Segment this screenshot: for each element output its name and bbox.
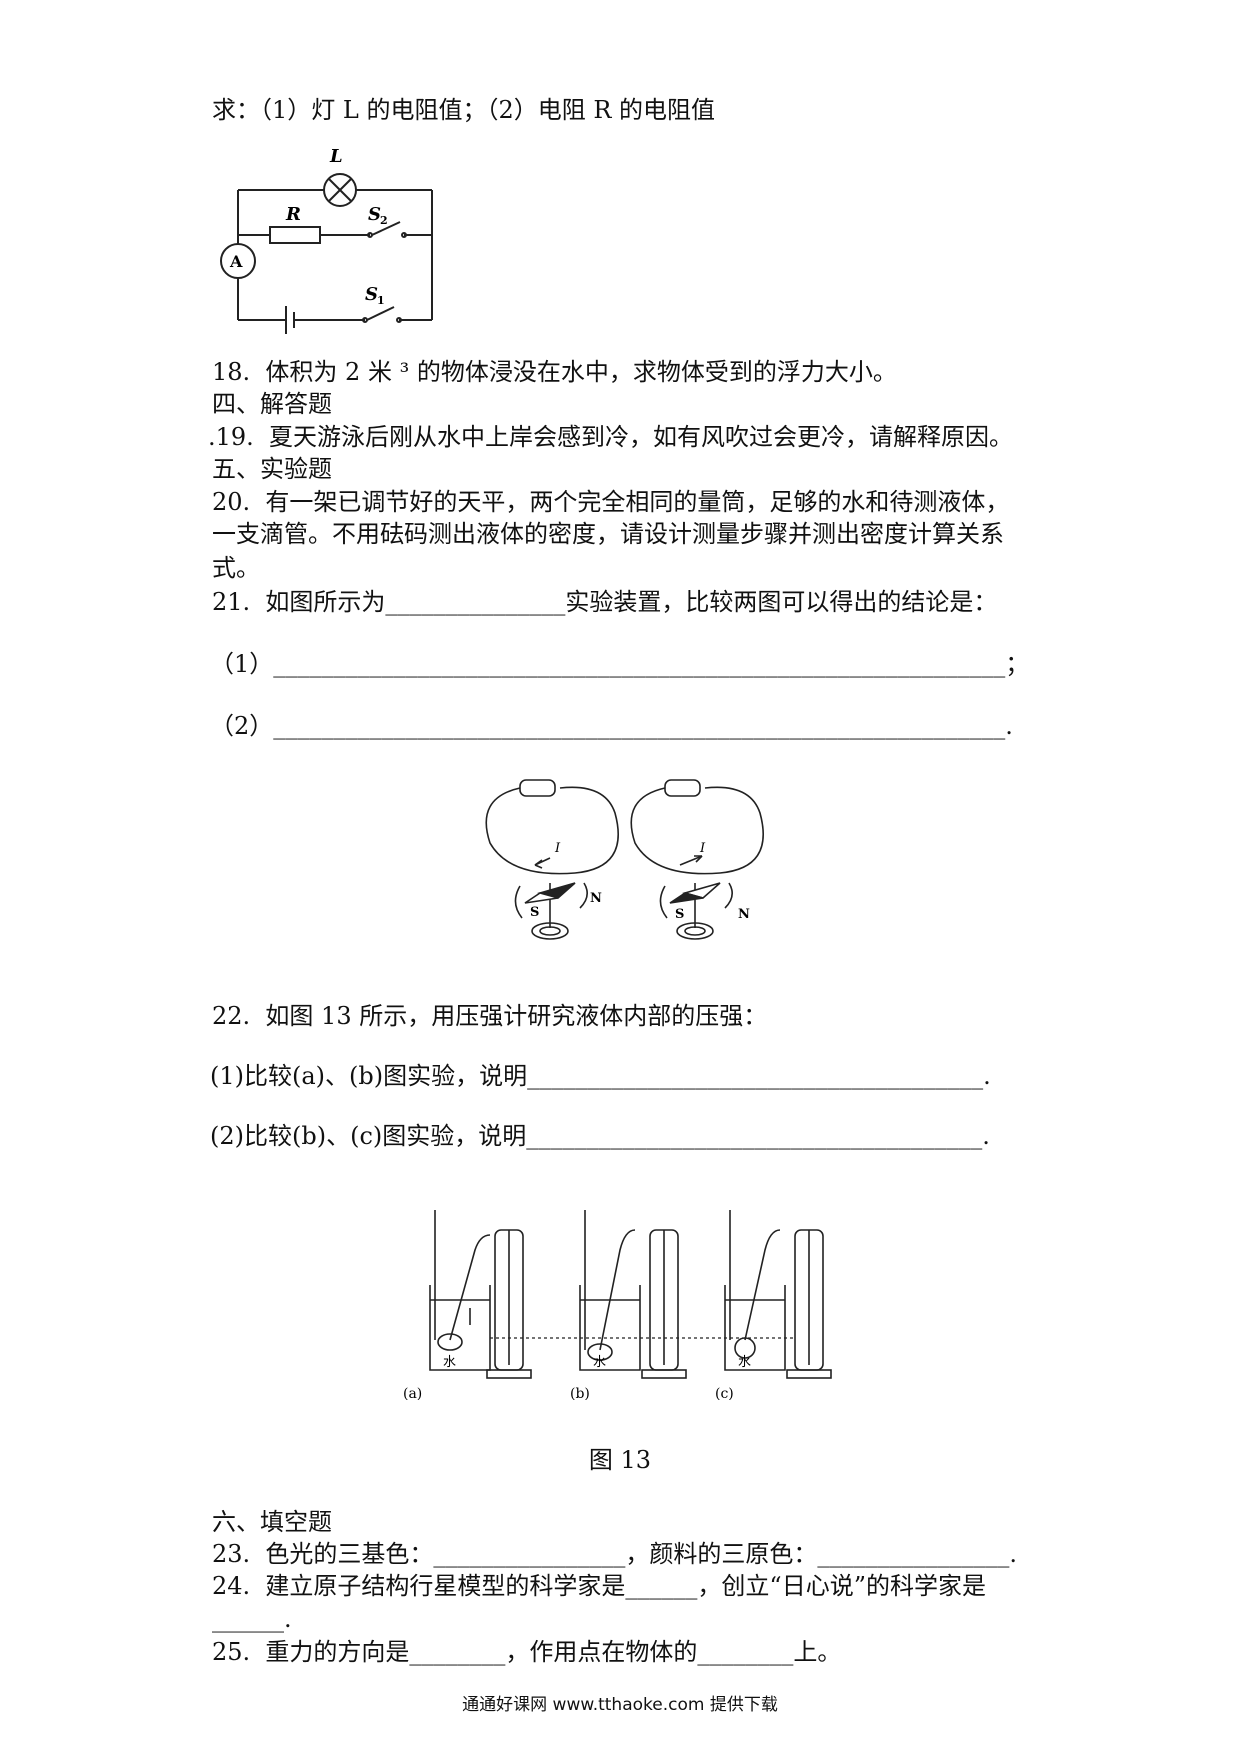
- water-label-a: 水: [443, 1355, 456, 1370]
- q17-ask: 求：（1）灯 L 的电阻值；（2）电阻 R 的电阻值: [212, 96, 716, 124]
- section-4-title: 四、解答题: [212, 390, 332, 418]
- q21-blank-1: （1）_____________________________________…: [210, 650, 1030, 678]
- q20-line2: 一支滴管。不用砝码测出液体的密度，请设计测量步骤并测出密度计算关系: [212, 520, 1004, 548]
- south-label-left: S: [530, 905, 539, 920]
- north-label-right: N: [738, 907, 750, 922]
- label-A: A: [229, 252, 243, 271]
- label-S1: S: [365, 284, 378, 305]
- label-c: (c): [715, 1386, 734, 1400]
- figure-13-caption: 图 13: [588, 1446, 652, 1474]
- label-S1-sub: 1: [377, 294, 385, 307]
- q21-blank-2: （2）_____________________________________…: [210, 712, 1013, 740]
- footer: 通通好课网 www.tthaoke.com 提供下载: [462, 1695, 778, 1715]
- q18: 18. 体积为 2 米 ³ 的物体浸没在水中，求物体受到的浮力大小。: [212, 358, 897, 386]
- label-S2-sub: 2: [380, 214, 388, 227]
- label-R: R: [285, 204, 301, 225]
- section-5-title: 五、实验题: [212, 455, 332, 483]
- label-a: (a): [403, 1386, 422, 1400]
- q22: 22. 如图 13 所示，用压强计研究液体内部的压强：: [212, 1002, 768, 1030]
- south-label-right: S: [675, 907, 684, 922]
- q22-blank-1: (1)比较(a)、(b)图实验，说明______________________…: [210, 1062, 991, 1090]
- q20-line1: 20. 有一架已调节好的天平，两个完全相同的量筒，足够的水和待测液体，: [212, 488, 1010, 516]
- label-S2: S: [368, 204, 381, 225]
- oersted-figure: I I N S N S: [485, 779, 764, 940]
- q24-line2: ______.: [212, 1605, 292, 1633]
- water-label-b: 水: [593, 1355, 606, 1370]
- label-b: (b): [570, 1386, 590, 1400]
- water-label-c: 水: [738, 1355, 751, 1370]
- q22-blank-2: (2)比较(b)、(c)图实验，说明______________________…: [210, 1122, 990, 1150]
- q20-line3: 式。: [212, 554, 260, 582]
- section-6-title: 六、填空题: [212, 1508, 332, 1536]
- q24-line1: 24. 建立原子结构行星模型的科学家是______，创立“日心说”的科学家是: [212, 1572, 986, 1600]
- q23: 23. 色光的三基色：________________，颜料的三原色：_____…: [212, 1540, 1018, 1568]
- q25: 25. 重力的方向是________，作用点在物体的________上。: [212, 1638, 842, 1666]
- label-L: L: [329, 146, 343, 167]
- north-label-left: N: [590, 891, 602, 906]
- current-label-left: I: [554, 841, 561, 856]
- figure-13: 水 水 水 (a) (b) (c): [403, 1210, 832, 1400]
- q19: .19. 夏天游泳后刚从水中上岸会感到冷，如有风吹过会更冷，请解释原因。: [208, 423, 1014, 451]
- circuit-diagram: L R S 2 S 1 A: [220, 146, 433, 334]
- q21: 21. 如图所示为_______________实验装置，比较两图可以得出的结论…: [212, 588, 998, 616]
- current-label-right: I: [699, 841, 706, 856]
